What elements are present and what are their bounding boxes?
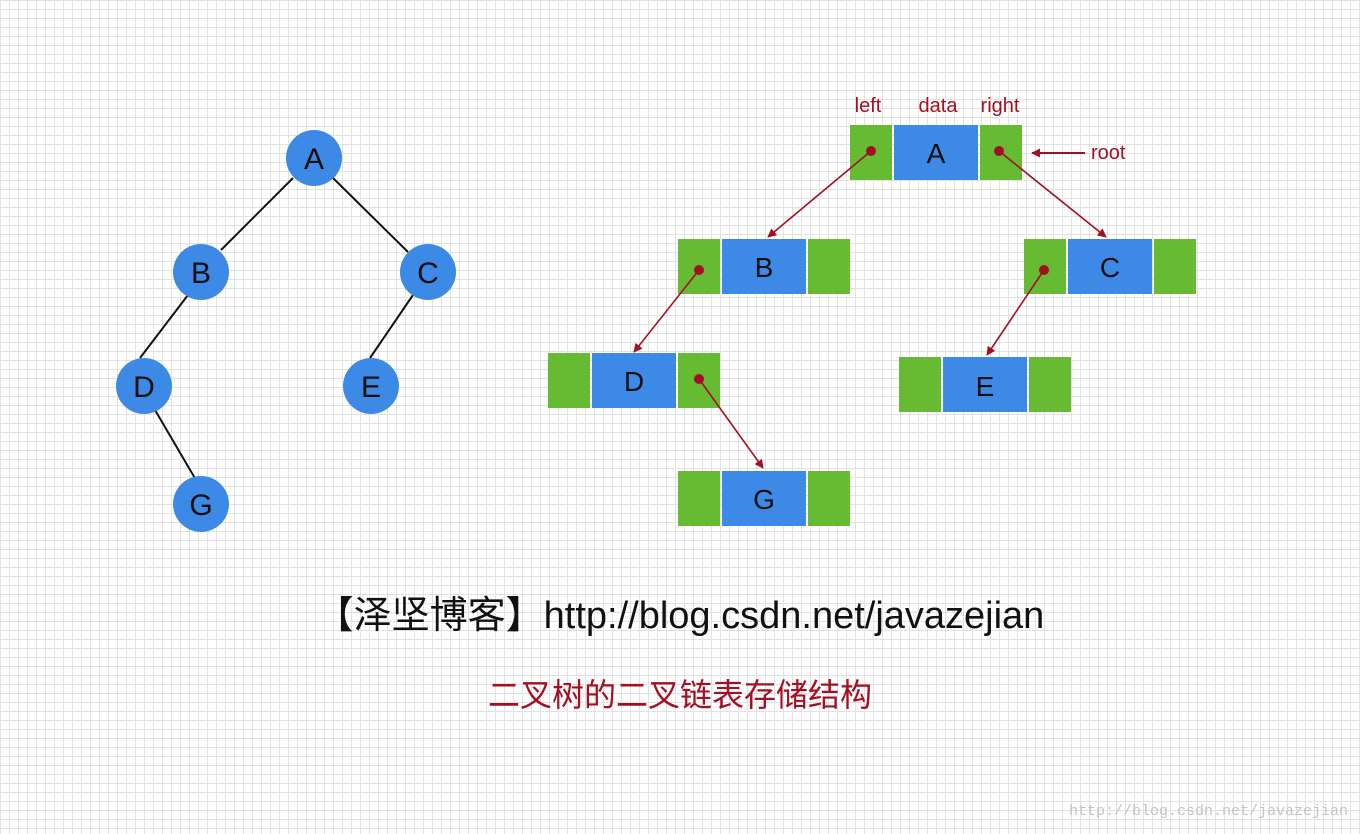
linked-node-g: G xyxy=(678,471,850,526)
tree-node-a: A xyxy=(286,130,342,186)
tree-node-e: E xyxy=(343,358,399,414)
linked-node-e: E xyxy=(899,357,1071,412)
tree-node-c: C xyxy=(400,244,456,300)
linked-node-b: B xyxy=(678,239,850,294)
linked-node-c: C xyxy=(1024,239,1196,294)
data-cell-label: B xyxy=(755,252,774,283)
left-pointer-cell xyxy=(548,353,590,408)
data-cell-label: D xyxy=(624,366,644,397)
data-cell-label: E xyxy=(976,371,995,402)
pointer-d-right-to-g xyxy=(694,374,764,469)
watermark: http://blog.csdn.net/javazejian xyxy=(1068,803,1348,820)
tree-edges xyxy=(139,177,414,481)
tree-node-label: B xyxy=(191,257,211,290)
field-label-left: left xyxy=(855,95,882,117)
tree-node-g: G xyxy=(173,476,229,532)
right-pointer-cell xyxy=(1029,357,1071,412)
pointer-b-left-to-d xyxy=(633,265,704,353)
tree-edge-a-c xyxy=(332,177,409,253)
tree-node-label: E xyxy=(361,371,381,404)
pointer-a-left-to-b xyxy=(767,146,876,238)
right-pointer-cell xyxy=(808,471,850,526)
data-cell-label: A xyxy=(927,138,946,169)
tree-edge-d-g xyxy=(154,409,197,481)
data-cell xyxy=(592,353,676,408)
field-labels: left data right xyxy=(855,95,1020,117)
tree-edge-c-e xyxy=(369,294,414,359)
tree-nodes: A B C D E G xyxy=(116,130,456,532)
right-pointer-cell xyxy=(1154,239,1196,294)
tree-node-d: D xyxy=(116,358,172,414)
data-cell xyxy=(722,471,806,526)
blog-url-line: 【泽坚博客】http://blog.csdn.net/javazejian xyxy=(315,595,1045,637)
tree-node-label: G xyxy=(189,489,212,522)
pointer-arrows xyxy=(633,146,1107,469)
linked-node-a: A xyxy=(850,125,1022,180)
tree-node-label: A xyxy=(304,143,324,176)
data-cell-label: G xyxy=(753,484,775,515)
pointer-a-right-to-c xyxy=(994,146,1107,238)
left-pointer-cell xyxy=(678,471,720,526)
pointer-c-left-to-e xyxy=(986,265,1049,356)
field-label-data: data xyxy=(919,95,959,117)
tree-node-label: C xyxy=(417,257,439,290)
tree-edge-b-d xyxy=(139,294,189,359)
data-cell-label: C xyxy=(1100,252,1120,283)
root-label: root xyxy=(1091,142,1126,164)
tree-node-b: B xyxy=(173,244,229,300)
data-cell xyxy=(722,239,806,294)
data-cell xyxy=(894,125,978,180)
left-pointer-cell xyxy=(899,357,941,412)
data-cell xyxy=(943,357,1027,412)
field-label-right: right xyxy=(981,95,1020,117)
tree-edge-a-b xyxy=(220,177,294,251)
diagram-caption: 二叉树的二叉链表存储结构 xyxy=(487,677,872,713)
root-pointer: root xyxy=(1031,142,1126,164)
linked-node-d: D xyxy=(548,353,720,408)
right-pointer-cell xyxy=(808,239,850,294)
data-cell xyxy=(1068,239,1152,294)
tree-node-label: D xyxy=(133,371,155,404)
